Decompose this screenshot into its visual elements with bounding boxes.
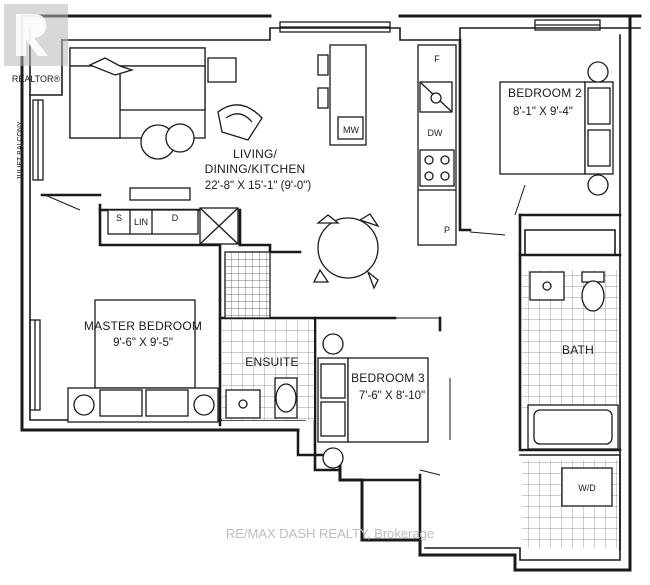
windows [29, 19, 601, 411]
living-name-1: LIVING/ [233, 147, 278, 161]
ensuite-shower [224, 251, 271, 319]
bedroom2-name: BEDROOM 2 [508, 86, 582, 100]
kitchen-counter [417, 44, 457, 246]
kitchen-island [317, 44, 367, 146]
closet-d-label: D [172, 213, 179, 223]
washer-dryer [561, 467, 613, 507]
ensuite-fixtures [225, 377, 298, 419]
linen-label: LIN [134, 217, 148, 227]
realtor-logo: REALTOR® [4, 4, 68, 84]
washer-dryer-label: W/D [578, 483, 596, 493]
fridge-label: F [434, 54, 440, 64]
pantry-label: P [444, 225, 450, 235]
sofa [69, 47, 237, 139]
microwave-label: MW [343, 125, 359, 135]
linen-closet [107, 207, 239, 245]
dishwasher-label: DW [428, 128, 443, 138]
closet-s-label: S [116, 213, 122, 223]
master-bedroom-dimensions: 9'-6" X 9'-5" [113, 337, 173, 349]
living-dimensions: 22'-8" X 15'-1" (9'-0") [205, 180, 312, 192]
master-bed [67, 299, 219, 423]
bedroom2-dimensions: 8'-1" X 9'-4" [513, 106, 573, 118]
watermark: RE/MAX DASH REALTY, Brokerage [226, 526, 434, 541]
juliet-balcony-label: JULIET BALCONY [17, 121, 24, 180]
master-bedroom-name: MASTER BEDROOM [84, 319, 202, 333]
coffee-tables [140, 123, 195, 160]
bedroom2-bed [499, 61, 614, 196]
bedroom3-bed [317, 333, 429, 469]
dining-set [129, 187, 380, 290]
realtor-logo-text: REALTOR® [12, 74, 61, 84]
ensuite-name: ENSUITE [245, 355, 298, 369]
armchair [217, 104, 263, 141]
bath-name: BATH [562, 343, 594, 357]
bath-fixtures [527, 271, 619, 450]
living-name-2: DINING/KITCHEN [205, 162, 306, 176]
bedroom3-dimensions: 7'-6" X 8'-10" [359, 390, 425, 402]
bedroom3-name: BEDROOM 3 [351, 371, 425, 385]
